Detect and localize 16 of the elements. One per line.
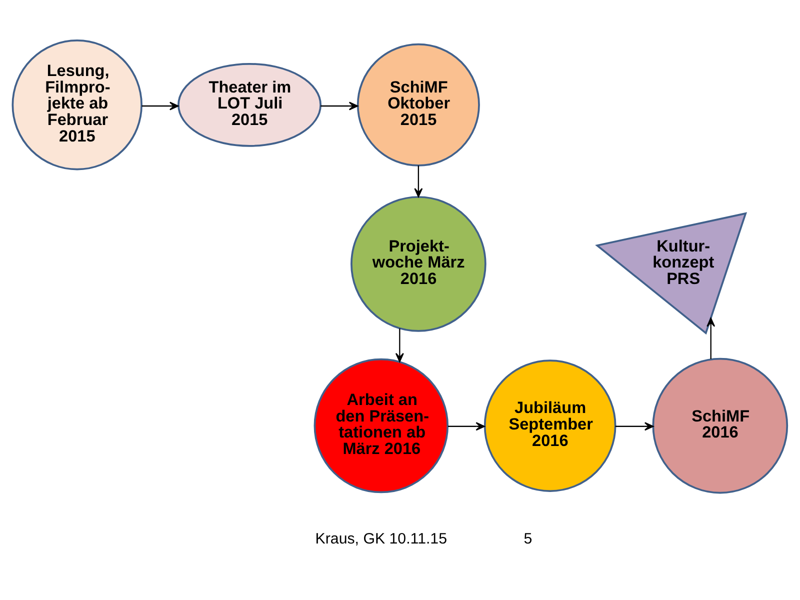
arrow [448,422,485,430]
arrow [414,165,423,197]
label: 5 [524,530,532,547]
arrow [320,101,358,110]
arrow [706,317,716,359]
label: Kraus, GK 10.11.15 [315,530,448,547]
node-circle: Projekt- woche März 2016 [350,196,486,332]
node-circle: Jubiläum September 2016 [484,359,616,492]
arrow [142,101,179,110]
node-circle: Lesung, Filmpro- jekte ab Februar 2015 [12,39,142,170]
arrow [615,422,654,430]
node-circle: SchiMF Oktober 2015 [356,42,480,166]
node-circle: SchiMF 2016 [652,357,788,494]
arrow [395,328,404,362]
node-circle: Arbeit an den Präsen- tationen ab März 2016 [314,358,449,493]
node-ellipse: Theater im LOT Juli 2015 [178,62,322,146]
